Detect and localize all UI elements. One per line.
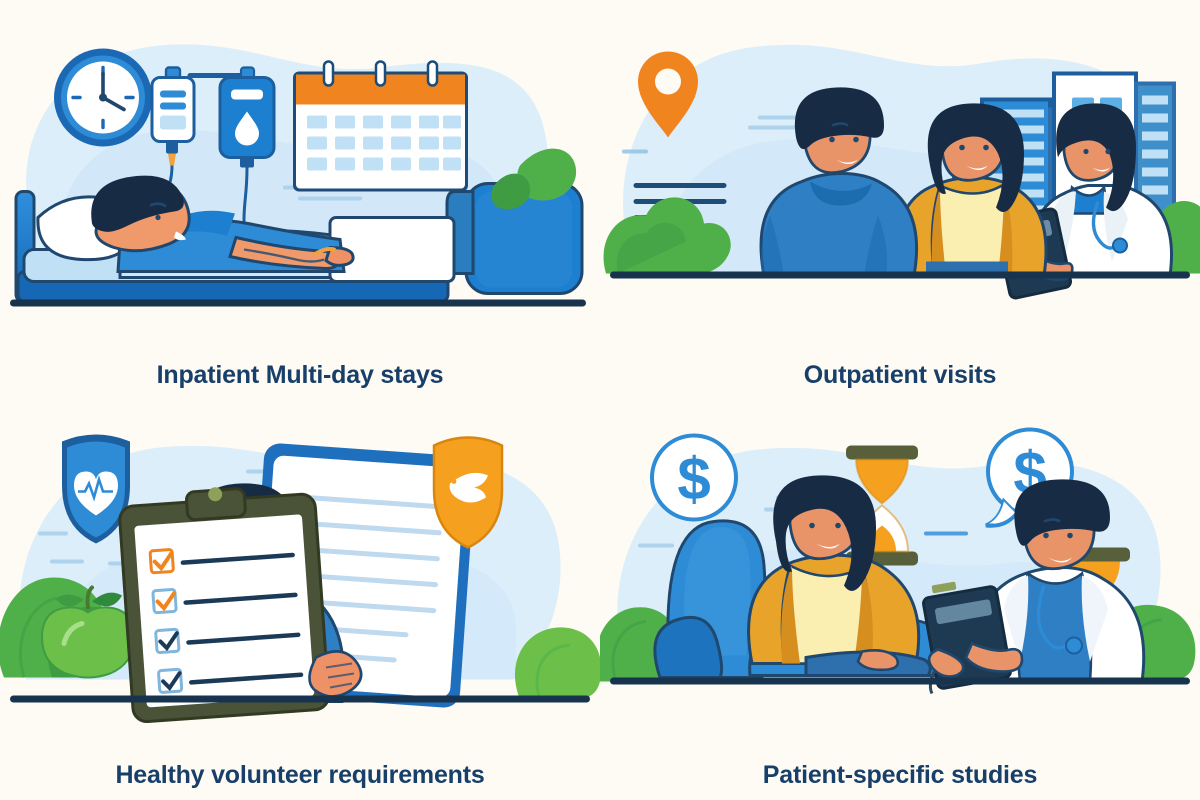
protection-shield-icon <box>432 436 504 549</box>
patient-male <box>91 175 355 273</box>
panel-inpatient-multi-day-stays[interactable]: Inpatient Multi-day stays <box>0 0 600 400</box>
health-shield-icon <box>62 434 130 544</box>
caption-patient-specific-studies: Patient-specific studies <box>762 761 1038 789</box>
patient-female <box>747 475 932 677</box>
patient-male <box>759 87 919 277</box>
illustration-patient-specific: $ $ <box>600 400 1200 751</box>
patient-hand <box>324 245 355 267</box>
doctor-hair <box>1056 103 1136 212</box>
calendar-day-cells <box>307 115 461 171</box>
panel-healthy-volunteer-requirements[interactable]: Healthy volunteer requirements <box>0 400 600 800</box>
patient-eye <box>155 214 161 221</box>
panel-baseline <box>610 271 1190 279</box>
stethoscope <box>1036 584 1072 650</box>
iv-bag-blue-icon <box>218 66 276 250</box>
leaf-decor <box>491 148 577 210</box>
doctor-male <box>922 479 1146 695</box>
caption-healthy-volunteer-requirements: Healthy volunteer requirements <box>115 761 485 789</box>
location-pin-icon <box>638 51 698 138</box>
panel-baseline <box>10 695 590 703</box>
woman-hair <box>927 103 1024 213</box>
green-apple <box>40 585 136 679</box>
holding-hand <box>308 650 363 698</box>
panel-outpatient-visits[interactable]: Outpatient visits <box>600 0 1200 400</box>
patient-hair <box>91 175 184 232</box>
illustration-inpatient <box>0 0 600 351</box>
checklist-rows <box>148 548 304 694</box>
caption-inpatient-multi-day-stays: Inpatient Multi-day stays <box>156 361 444 389</box>
dove-shape <box>449 472 488 503</box>
doctor-hair <box>1014 479 1110 546</box>
man-hair <box>794 87 884 150</box>
patient-smile <box>174 231 186 241</box>
patient-female <box>896 103 1048 278</box>
patient-eyebrow <box>149 202 167 208</box>
illustration-healthy-volunteer <box>0 400 600 751</box>
clipboard-checklist <box>118 487 363 724</box>
wall-clock-icon <box>54 48 152 147</box>
chair-armrest-left <box>653 615 724 679</box>
bush-foliage-right <box>515 627 600 700</box>
woman-hands <box>856 649 900 672</box>
wall-calendar-icon <box>293 60 468 192</box>
woman-hair <box>773 475 876 592</box>
doctor-hands <box>964 641 1024 673</box>
dollar-circle-icon: $ <box>650 433 738 522</box>
panel-baseline <box>10 299 586 307</box>
svg-text:$: $ <box>677 446 710 513</box>
doctor-clipboard <box>922 581 1012 695</box>
hourglass-icon-left <box>846 445 918 566</box>
panel-patient-specific-studies[interactable]: $ $ <box>600 400 1200 800</box>
iv-system <box>150 66 276 256</box>
blue-armchair <box>445 182 584 295</box>
ecg-pulse <box>78 475 113 502</box>
apple-leaf <box>92 592 122 607</box>
caption-outpatient-visits: Outpatient visits <box>803 361 997 389</box>
panel-baseline <box>610 677 1190 685</box>
illustration-outpatient <box>600 0 1200 351</box>
calendar-rings <box>322 60 439 87</box>
doctor-scrubs <box>1016 571 1093 683</box>
iv-cannula <box>314 247 336 256</box>
